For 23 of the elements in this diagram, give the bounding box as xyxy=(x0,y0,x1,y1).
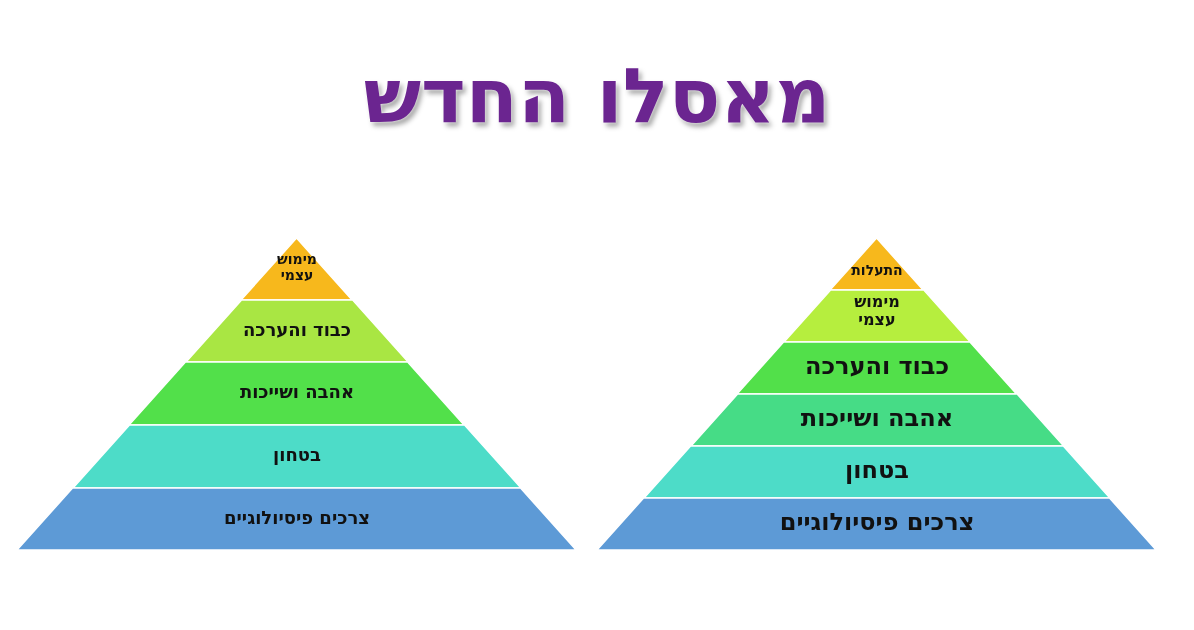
layer-label: התעלות xyxy=(850,262,904,279)
pyramid-layer xyxy=(73,425,521,488)
layer-label: אהבה ושייכות xyxy=(800,405,954,433)
pyramid-layer xyxy=(830,238,924,290)
pyramid-layer xyxy=(185,300,409,362)
layer-label: צרכים פיסיולוגיים xyxy=(224,507,370,529)
pyramid-layer xyxy=(17,488,577,550)
pyramid-layer xyxy=(241,238,353,300)
pyramid-layer xyxy=(597,498,1157,550)
pyramid-layer xyxy=(737,342,1017,394)
layer-label: מימוש עצמי xyxy=(853,293,901,330)
pyramid-layer xyxy=(644,446,1110,498)
pyramid-layer xyxy=(129,362,465,425)
layer-label: צרכים פיסיולוגיים xyxy=(779,509,975,537)
pyramid-layer xyxy=(783,290,971,342)
layer-label: כבוד והערכה xyxy=(804,353,950,381)
title: מאסלו החדש xyxy=(362,52,832,141)
layer-label: בטחון xyxy=(273,445,321,466)
pyramid-layer xyxy=(690,394,1064,446)
layer-label: מימוש עצמי xyxy=(276,251,318,284)
layer-label: בטחון xyxy=(845,457,909,485)
layer-label: כבוד והערכה xyxy=(242,319,352,341)
layer-label: אהבה ושייכות xyxy=(239,382,355,403)
